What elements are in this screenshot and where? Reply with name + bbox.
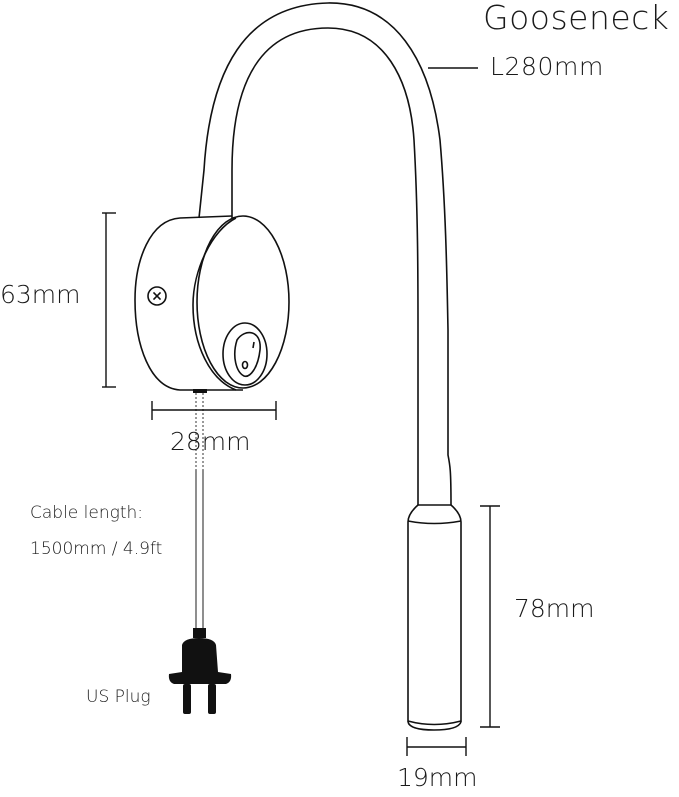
base-depth-label: 28mm	[170, 427, 251, 456]
power-cable	[195, 393, 204, 630]
us-plug-icon	[168, 628, 232, 714]
lamp-head	[407, 504, 462, 731]
dimension-28mm-marker	[151, 401, 277, 420]
rocker-switch-icon	[222, 322, 268, 386]
dimension-78mm-marker	[480, 505, 500, 728]
dimension-63mm-marker	[102, 212, 116, 388]
dimension-19mm-marker	[406, 737, 467, 756]
base-height-label: 63mm	[0, 280, 81, 309]
base-unit	[134, 215, 290, 393]
diagram-title: Gooseneck	[483, 0, 670, 37]
screw-icon	[147, 286, 167, 306]
head-length-label: 78mm	[514, 594, 595, 623]
cable-length-value: 1500mm / 4.9ft	[30, 539, 163, 559]
head-diameter-label: 19mm	[397, 763, 478, 792]
gooseneck-arm	[198, 2, 452, 506]
gooseneck-length-label: L280mm	[490, 52, 604, 81]
cable-length-label: Cable length:	[30, 503, 143, 523]
plug-type-label: US Plug	[86, 687, 151, 707]
